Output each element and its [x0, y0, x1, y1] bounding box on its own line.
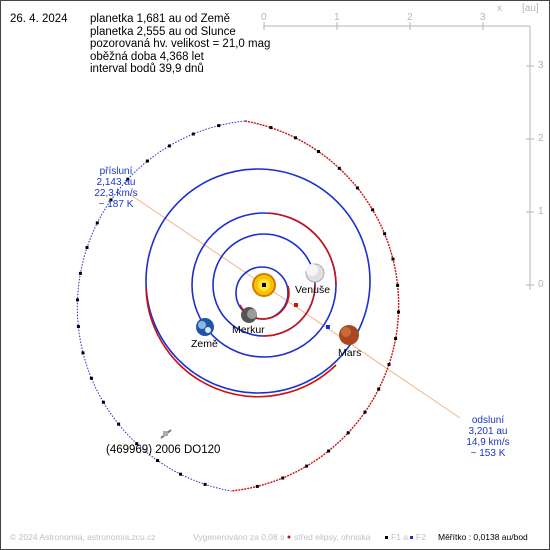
- footer-legend-f1: F1 a: [391, 532, 409, 542]
- orbit-point: [85, 246, 89, 249]
- x-tick-label: 1: [334, 12, 340, 23]
- orbit-point: [371, 208, 375, 212]
- orbit-point: [396, 283, 400, 287]
- orbit-point: [78, 271, 82, 275]
- info-distance-sun: planetka 2,555 au od Slunce: [90, 25, 236, 38]
- perihelion-info: přísluní 2,143 au 22,3 km/s ~ 187 K: [94, 166, 138, 210]
- legend-center-dot: [287, 535, 291, 539]
- footer-legend-center: střed elipsy, ohniska: [294, 532, 371, 542]
- mars-label: Mars: [338, 347, 362, 359]
- orbit-point: [394, 337, 398, 341]
- info-interval: interval bodů 39,9 dnů: [90, 63, 204, 75]
- mars-orbit: [145, 168, 371, 394]
- orbit-point: [387, 363, 391, 366]
- orbit-point: [145, 159, 149, 163]
- info-period: oběžná doba 4,368 let: [90, 50, 204, 63]
- info-magnitude: pozorovaná hv. velikost = 21,0 mag: [90, 38, 271, 50]
- orbit-point: [89, 376, 93, 380]
- x-tick-label: 0: [261, 12, 267, 23]
- orbit-point: [255, 484, 259, 488]
- orbit-point: [391, 257, 395, 261]
- venus-orbit-south: [263, 284, 316, 337]
- y-tick-label: 1: [538, 206, 544, 217]
- orbit-point: [117, 422, 121, 426]
- orbit-point: [269, 126, 273, 130]
- orbit-point: [167, 144, 171, 148]
- footer-copyright[interactable]: © 2024 Astronomia, astronomia.zcu.cz: [10, 532, 156, 542]
- aphelion-title: odsluní: [471, 415, 505, 426]
- orbit-point: [217, 124, 221, 128]
- orbit-point: [156, 459, 159, 462]
- orbit-point: [281, 476, 285, 480]
- aphelion-info: odsluní 3,201 au 14,9 km/s ~ 153 K: [464, 415, 512, 459]
- orbit-point: [346, 431, 350, 435]
- orbit-point: [76, 298, 79, 302]
- asteroid-name: (469969) 2006 DO120: [106, 444, 221, 456]
- mercury-label: Merkur: [232, 324, 265, 336]
- legend-f1-dot: [385, 536, 388, 539]
- axis-unit: [au]: [522, 3, 539, 14]
- perihelion-title: přísluní: [99, 166, 133, 177]
- orbit-point: [355, 186, 359, 190]
- axis-grid: [263, 22, 534, 290]
- x-axis-label: x: [497, 3, 502, 14]
- footer-scale: Měřítko : 0,0138 au/bod: [438, 532, 528, 542]
- earth-planet: [196, 318, 214, 336]
- earth-orbit-south: [267, 212, 337, 286]
- asteroid-orbit-points: [76, 124, 400, 488]
- footer-generated: Vygenerováno za 0,08 s: [193, 532, 285, 542]
- orbit-point: [294, 136, 297, 140]
- asteroid-marker: [160, 429, 172, 439]
- orbit-point: [81, 351, 85, 355]
- orbit-point: [327, 449, 331, 453]
- venus-planet: [305, 263, 325, 283]
- orbit-point: [397, 310, 400, 314]
- perihelion-temperature: ~ 187 K: [98, 199, 134, 210]
- perihelion-distance: 2,143 au: [96, 177, 136, 188]
- venus-label: Venuše: [295, 284, 331, 296]
- mars-orbit-south: [145, 287, 337, 398]
- orbit-point: [179, 472, 182, 476]
- x-tick-label: 3: [480, 12, 486, 23]
- mars-planet: [339, 325, 359, 345]
- orbit-point: [95, 221, 99, 225]
- aphelion-temperature: ~ 153 K: [470, 448, 506, 459]
- y-tick-label: 2: [538, 133, 544, 144]
- orbit-point: [126, 177, 130, 181]
- aphelion-speed: 14,9 km/s: [466, 437, 510, 448]
- f2-marker: [326, 325, 330, 329]
- orbit-point: [377, 387, 381, 391]
- orbit-point: [191, 132, 195, 136]
- orbit-point: [305, 464, 309, 468]
- perihelion-speed: 22,3 km/s: [94, 188, 138, 199]
- sun: [252, 273, 276, 297]
- orbit-point: [337, 166, 341, 170]
- legend-f2-dot: [410, 536, 413, 539]
- info-distance-earth: planetka 1,681 au od Země: [90, 13, 231, 25]
- orbit-point: [203, 482, 207, 486]
- orbit-point: [317, 150, 320, 153]
- orbit-point: [363, 410, 367, 414]
- y-tick-label: 0: [538, 279, 544, 290]
- ellipse-center-marker: [294, 303, 298, 307]
- orbit-point: [76, 325, 80, 329]
- mercury-planet: [241, 307, 257, 323]
- orbit-point: [383, 232, 387, 236]
- x-tick-label: 2: [407, 12, 413, 23]
- orbit-point: [109, 198, 113, 202]
- asteroid-orbit-south: [230, 120, 400, 492]
- earth-label: Země: [191, 338, 218, 350]
- y-tick-label: 3: [538, 60, 544, 71]
- footer-legend-f2: F2: [416, 532, 426, 542]
- date-label: 26. 4. 2024: [10, 13, 68, 25]
- orbit-point: [101, 400, 105, 404]
- aphelion-distance: 3,201 au: [468, 426, 508, 437]
- orbit-point: [135, 442, 139, 446]
